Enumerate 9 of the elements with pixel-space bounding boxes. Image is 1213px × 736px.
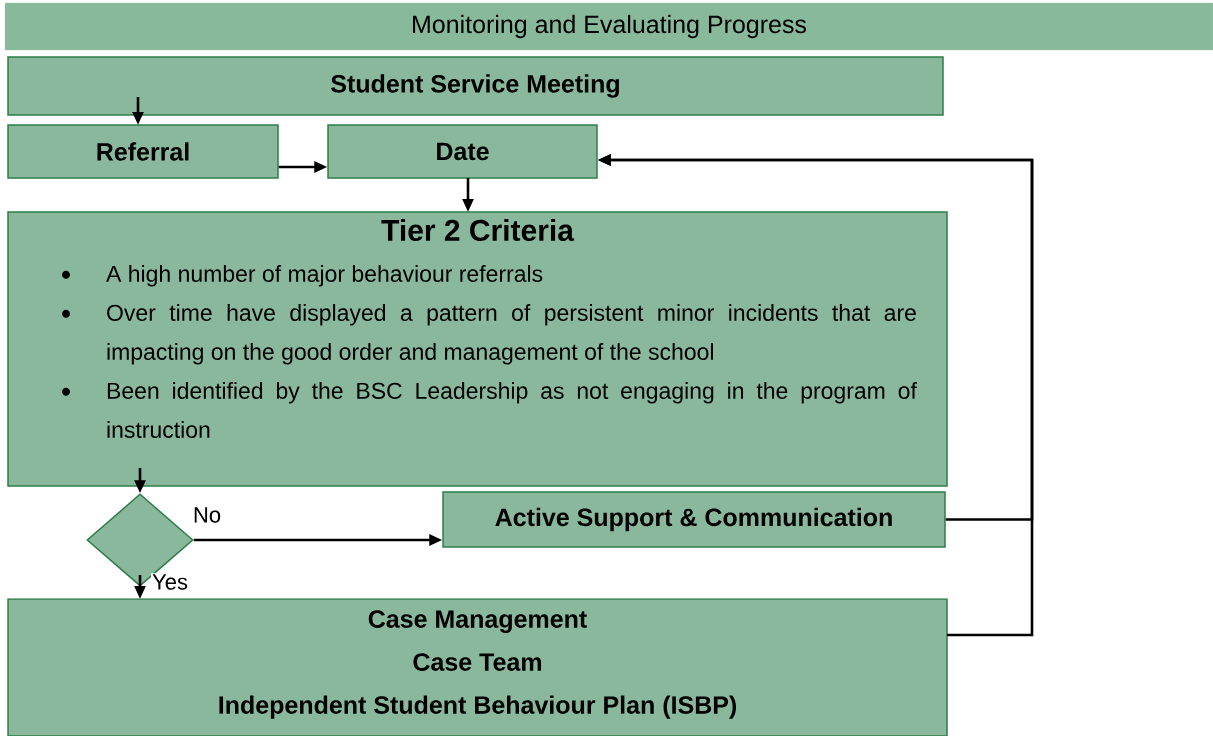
process-box: Student Service Meeting (7, 56, 944, 116)
process-box: Active Support & Communication (442, 491, 946, 548)
edge-label: No (191, 506, 223, 524)
title-band: Monitoring and Evaluating Progress (4, 2, 1213, 51)
criteria-box: Tier 2 Criteria A high number of major behaviour referrals Over time have displayed a pattern of persistent minor incidents that are impacting on the good order and management of the school Been identified by the BSC Leadership as not engaging in the program of instruction (7, 211, 948, 487)
edge-label: Yes (151, 573, 189, 591)
process-box: Case Management Case Team Independent Student Behaviour Plan (ISBP) (7, 598, 948, 736)
process-box: Referral (7, 124, 279, 179)
process-box: Date (327, 124, 598, 179)
